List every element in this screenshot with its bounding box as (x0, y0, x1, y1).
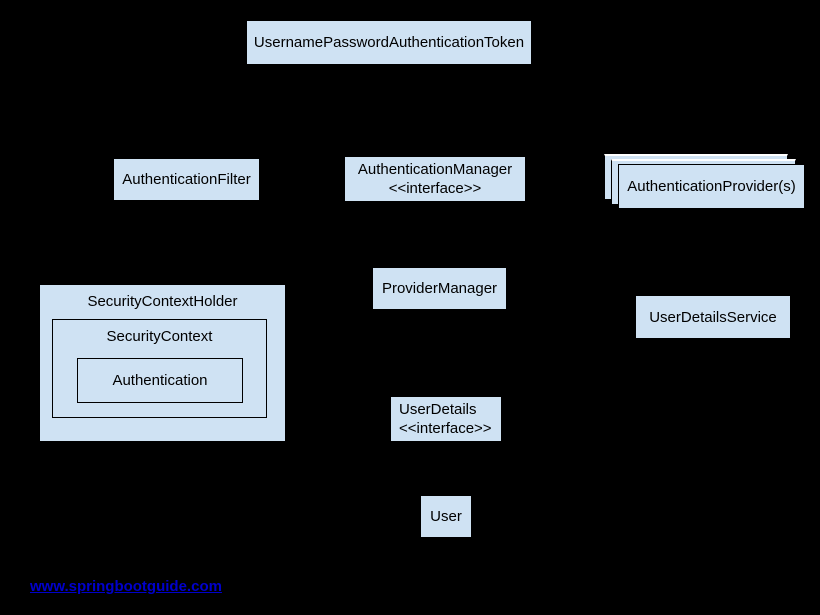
node-security-context-holder-label: SecurityContextHolder (87, 293, 238, 310)
node-security-context: SecurityContext Authentication (52, 319, 267, 418)
node-username-password-authentication-token: UsernamePasswordAuthenticationToken (246, 20, 532, 65)
node-authentication-filter: AuthenticationFilter (113, 158, 260, 201)
node-provider-manager: ProviderManager (372, 267, 507, 310)
node-authentication-manager: AuthenticationManager <<interface>> (344, 156, 526, 202)
node-user-details-label: UserDetails <<interface>> (399, 401, 492, 437)
node-security-context-label: SecurityContext (106, 328, 213, 345)
node-user-details: UserDetails <<interface>> (390, 396, 502, 442)
node-authentication-providers: AuthenticationProvider(s) (618, 164, 805, 209)
node-authentication: Authentication (77, 358, 243, 403)
node-authentication-manager-label: AuthenticationManager <<interface>> (357, 161, 513, 197)
node-user-details-service: UserDetailsService (635, 295, 791, 339)
site-link[interactable]: www.springbootguide.com (30, 578, 222, 595)
node-security-context-holder: SecurityContextHolder SecurityContext Au… (39, 284, 286, 442)
node-user: User (420, 495, 472, 538)
